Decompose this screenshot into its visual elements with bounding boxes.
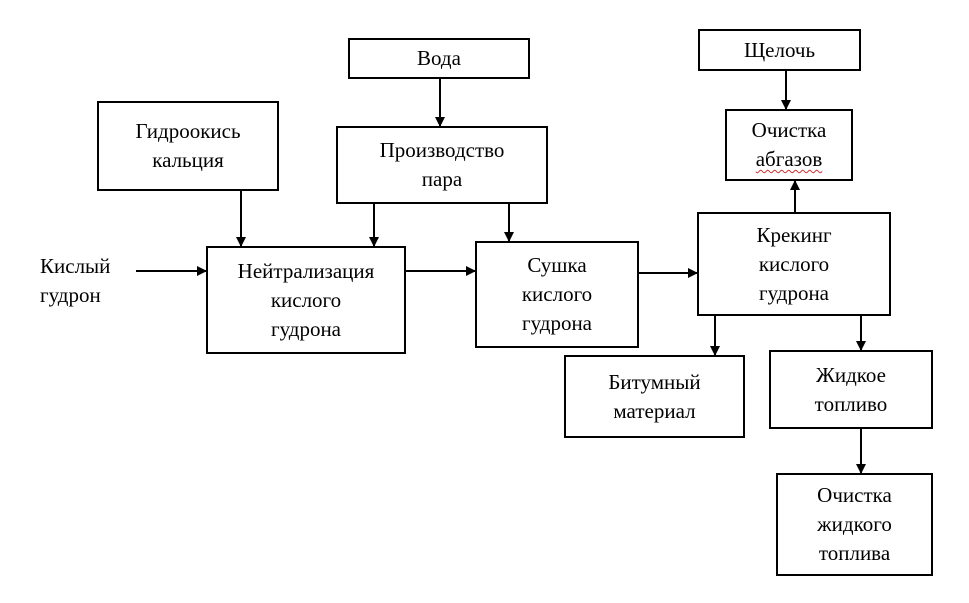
- node-alkali-line-1: Щелочь: [743, 37, 816, 62]
- node-fuel-cleaning-line-2: жидкого: [817, 512, 892, 536]
- node-alkali: Щелочь: [698, 29, 861, 71]
- node-gas-cleaning-line-2: абгазов: [755, 147, 823, 171]
- node-liquid-fuel: Жидкое топливо: [769, 350, 933, 429]
- node-water-line-1: Вода: [417, 46, 461, 70]
- node-fuel-cleaning: Очистка жидкого топлива: [776, 473, 933, 576]
- node-calcium-hydroxide-line-1: Гидроокись: [135, 119, 241, 143]
- node-cracking-line-3: гудрона: [758, 280, 830, 305]
- node-drying: Сушка кислого гудрона: [475, 241, 639, 348]
- node-cracking: Крекинг кислого гудрона: [697, 212, 891, 316]
- node-gas-cleaning: Очистка абгазов: [725, 109, 853, 181]
- node-fuel-cleaning-line-1: Очистка: [817, 483, 892, 507]
- node-cracking-line-1: Крекинг: [756, 222, 832, 247]
- node-drying-line-1: Сушка: [527, 253, 587, 277]
- node-acid-tar: Кислый гудрон: [40, 252, 110, 310]
- node-fuel-cleaning-line-3: топлива: [818, 541, 891, 565]
- node-water: Вода: [348, 38, 530, 79]
- node-bitumen: Битумный материал: [564, 355, 745, 438]
- node-acid-tar-line-2: гудрон: [40, 283, 101, 307]
- node-drying-line-3: гудрона: [521, 311, 593, 335]
- node-gas-cleaning-line-1: Очистка: [751, 118, 827, 142]
- node-neutralization-line-1: Нейтрализация: [237, 258, 375, 283]
- node-acid-tar-line-1: Кислый: [40, 254, 111, 278]
- node-steam-production-line-1: Производство: [379, 138, 505, 162]
- node-liquid-fuel-line-1: Жидкое: [816, 362, 886, 387]
- node-liquid-fuel-line-2: топливо: [814, 391, 888, 416]
- node-neutralization-line-2: кислого: [270, 287, 342, 312]
- node-calcium-hydroxide-line-2: кальция: [152, 148, 224, 172]
- node-bitumen-line-1: Битумный: [608, 369, 701, 394]
- node-neutralization-line-3: гудрона: [270, 316, 342, 341]
- node-calcium-hydroxide: Гидроокись кальция: [97, 101, 279, 191]
- node-drying-line-2: кислого: [521, 282, 593, 306]
- node-steam-production: Производство пара: [336, 126, 548, 204]
- node-bitumen-line-2: материал: [613, 398, 696, 423]
- node-cracking-line-2: кислого: [758, 251, 830, 276]
- node-steam-production-line-2: пара: [421, 167, 463, 191]
- node-neutralization: Нейтрализация кислого гудрона: [206, 246, 406, 354]
